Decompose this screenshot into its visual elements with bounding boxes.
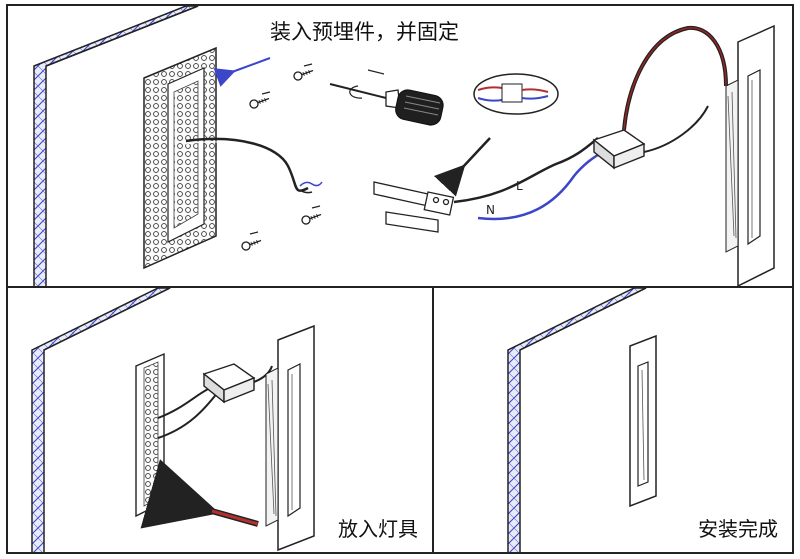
step-1-illustration: L N	[33, 6, 775, 286]
insert-arrow	[213, 57, 271, 87]
neutral-wire	[477, 150, 605, 221]
terminal-block	[373, 181, 455, 233]
connector-detail	[473, 73, 559, 115]
box-cable	[185, 137, 309, 192]
embedded-box	[143, 46, 217, 270]
step-light-fixture	[725, 24, 775, 286]
step-1-caption: 装入预埋件，并固定	[270, 20, 459, 44]
led-driver	[592, 129, 646, 170]
step-2-caption: 放入灯具	[338, 517, 418, 541]
insert-arrow	[140, 459, 259, 529]
step-2-illustration	[31, 288, 315, 552]
wall-edge	[507, 288, 647, 552]
step-light-fixture	[629, 334, 657, 508]
detail-arrow	[433, 137, 491, 197]
lamp-cable	[622, 25, 728, 131]
step-2-panel: 放入灯具	[6, 286, 434, 554]
step-3-caption: 安装完成	[698, 517, 778, 541]
step-1-panel: L N 装入预埋件，并固定	[6, 4, 794, 288]
neutral-label: N	[486, 203, 495, 217]
step-3-illustration	[507, 288, 657, 552]
led-driver	[202, 363, 256, 404]
screwdriver-icon	[329, 69, 444, 126]
embedded-box	[135, 352, 165, 518]
live-wire	[453, 137, 599, 204]
step-light-fixture	[265, 324, 315, 552]
live-label: L	[516, 179, 523, 193]
step-3-panel: 安装完成	[432, 286, 794, 554]
screw-icon	[241, 69, 322, 251]
